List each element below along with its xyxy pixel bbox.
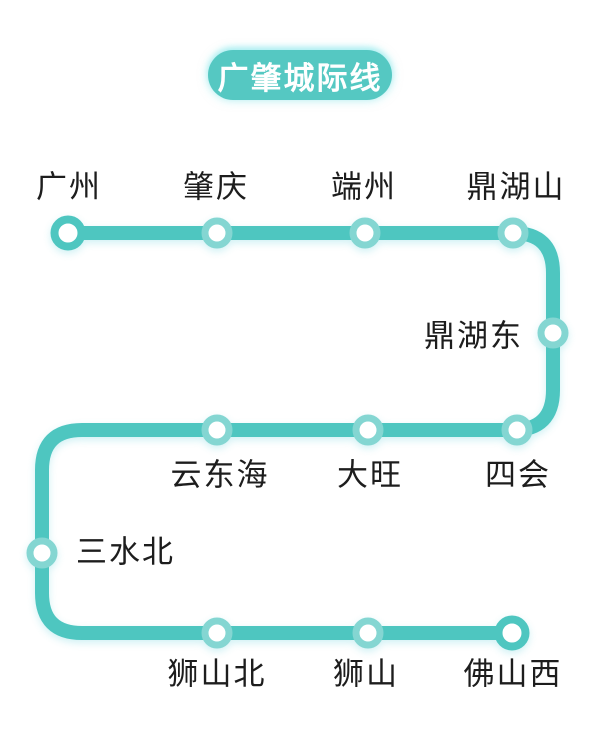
station-label-foshanxi: 佛山西 bbox=[463, 656, 563, 692]
station-dot-dinghushan bbox=[497, 217, 529, 249]
route-line bbox=[35, 226, 560, 640]
station-label-yundonghai: 云东海 bbox=[170, 457, 270, 493]
station-label-sanshuibei: 三水北 bbox=[76, 534, 175, 570]
station-label-shishanbei: 狮山北 bbox=[167, 656, 267, 692]
station-dot-shishan bbox=[352, 617, 384, 649]
station-label-dawang: 大旺 bbox=[337, 457, 403, 493]
station-dot-yundonghai bbox=[201, 414, 233, 446]
line-title-label: 广肇城际线 bbox=[217, 60, 383, 96]
station-label-shishan: 狮山 bbox=[333, 656, 399, 692]
station-label-sihui: 四会 bbox=[485, 457, 551, 493]
station-dot-foshanxi bbox=[494, 615, 530, 651]
station-dot-zhaoqing bbox=[201, 217, 233, 249]
station-label-dinghudong: 鼎湖东 bbox=[424, 318, 523, 354]
station-dot-sihui bbox=[501, 414, 533, 446]
line-title-badge: 广肇城际线 bbox=[208, 50, 392, 100]
station-label-dinghushan: 鼎湖山 bbox=[466, 169, 566, 205]
station-label-guangzhou: 广州 bbox=[36, 169, 102, 205]
station-dot-sanshuibei bbox=[26, 537, 58, 569]
station-dot-shishanbei bbox=[201, 617, 233, 649]
station-label-zhaoqing: 肇庆 bbox=[183, 169, 249, 205]
station-dot-guangzhou bbox=[50, 215, 86, 251]
station-dot-dawang bbox=[352, 414, 384, 446]
station-dot-dinghudong bbox=[537, 317, 569, 349]
station-label-duanzhou: 端州 bbox=[331, 169, 397, 205]
station-dot-duanzhou bbox=[349, 217, 381, 249]
